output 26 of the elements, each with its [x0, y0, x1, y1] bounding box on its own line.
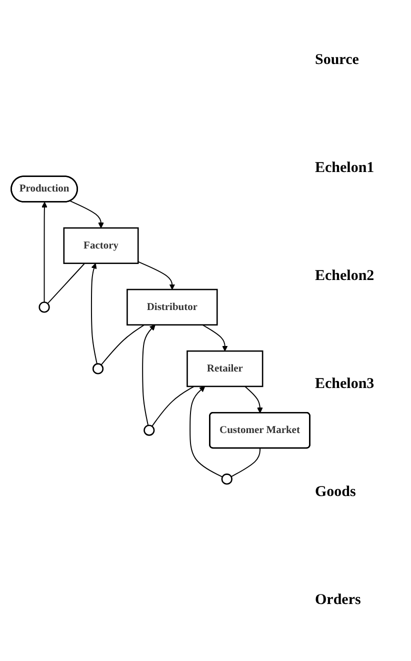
- node-box: [126, 289, 218, 326]
- arrow: [42, 202, 48, 304]
- connector: [152, 386, 195, 428]
- node-box: [63, 228, 139, 264]
- connector: [100, 324, 145, 366]
- arrow: [142, 325, 156, 426]
- connector: [47, 263, 86, 304]
- node-circle: [38, 302, 50, 314]
- side-label: Goods: [315, 484, 357, 502]
- node-circle: [92, 364, 104, 375]
- arrow: [70, 200, 104, 229]
- node-circle: [221, 474, 232, 486]
- arrow: [190, 386, 223, 478]
- side-label: Source: [315, 52, 360, 69]
- arrow: [202, 324, 228, 352]
- side-label: Orders: [315, 592, 362, 610]
- side-label: Echelon1: [315, 160, 376, 177]
- flowchart: Production Factory Distributor Retailer Customer Market: [6, 171, 315, 490]
- arrow: [90, 263, 98, 365]
- arrow: [138, 262, 176, 290]
- side-label: Echelon2: [315, 268, 376, 285]
- arrow: [244, 386, 263, 414]
- node-box: [186, 350, 264, 388]
- node-circle: [144, 425, 155, 436]
- side-label: Echelon3: [315, 376, 376, 394]
- connector: [230, 448, 261, 478]
